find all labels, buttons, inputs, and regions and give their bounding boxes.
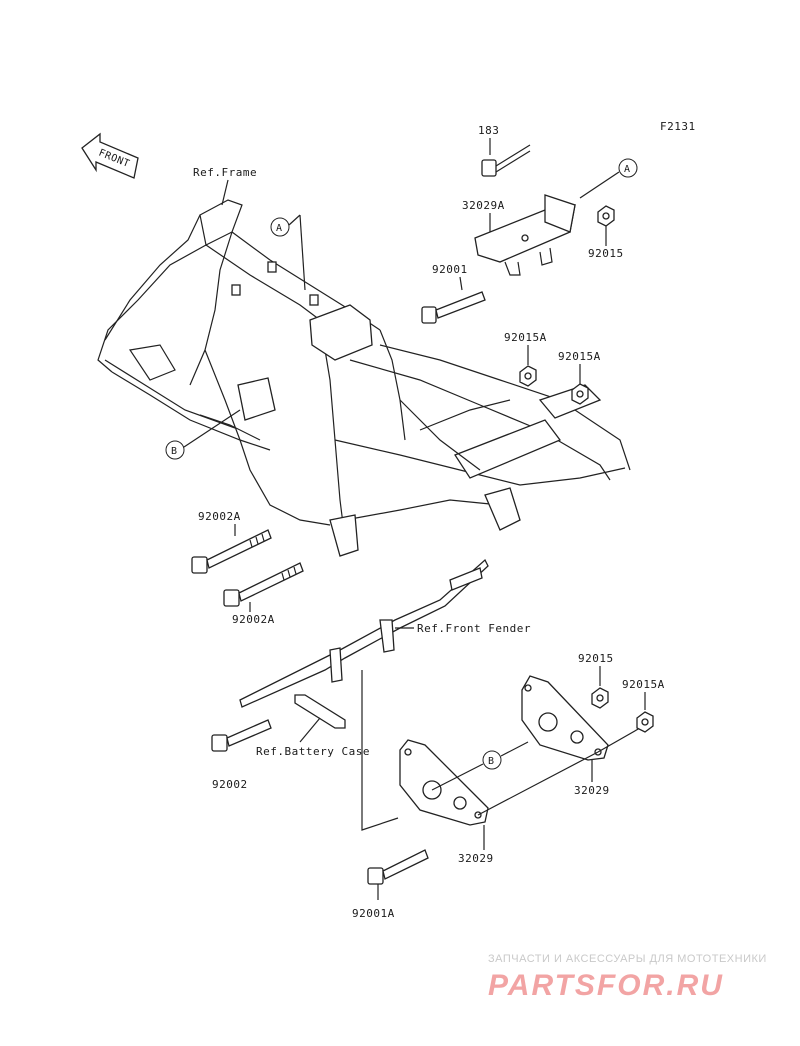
nut-92015A-low (636, 711, 654, 733)
callout-b-frame: B (165, 409, 241, 460)
bolt-92001A (367, 849, 429, 885)
nut-92015A-1 (519, 365, 537, 387)
part-92001A-label: 92001A (352, 907, 395, 920)
battery-strap (294, 694, 346, 729)
nut-92015-low (591, 687, 609, 709)
figure-code: F2131 (660, 120, 696, 133)
bolt-92002A-2 (223, 562, 304, 607)
svg-text:B: B (171, 446, 178, 457)
part-32029-right-label: 32029 (574, 784, 610, 797)
callout-b-lower: B (431, 741, 529, 791)
plate-32029-left (399, 739, 489, 826)
nut-92015A-2 (571, 383, 589, 405)
watermark-tagline: ЗАПЧАСТИ И АКСЕССУАРЫ ДЛЯ МОТОТЕХНИКИ (488, 953, 767, 965)
part-92002A-2-label: 92002A (232, 613, 275, 626)
svg-text:A: A (624, 164, 631, 175)
plate-32029-right (521, 675, 609, 761)
part-92001-label: 92001 (432, 263, 468, 276)
part-92015-low-label: 92015 (578, 652, 614, 665)
svg-text:B: B (488, 756, 495, 767)
part-183-label: 183 (478, 124, 499, 137)
bolt-183 (481, 144, 531, 177)
ref-frame-label: Ref.Frame (193, 166, 257, 179)
lower-bar (239, 558, 489, 708)
part-92002A-1-label: 92002A (198, 510, 241, 523)
bolt-92002 (211, 719, 272, 752)
nut-92015-top (597, 205, 615, 227)
ref-battery-case-label: Ref.Battery Case (256, 745, 370, 758)
callout-a-frame: A (270, 214, 306, 291)
svg-text:A: A (276, 223, 283, 234)
bolt-92001 (421, 291, 486, 324)
part-92002-label: 92002 (212, 778, 248, 791)
part-92015A-low-label: 92015A (622, 678, 665, 691)
part-92015A-2-label: 92015A (558, 350, 601, 363)
part-32029-left-label: 32029 (458, 852, 494, 865)
bolt-92002A-1 (191, 529, 272, 574)
front-arrow-icon: FRONT (81, 132, 139, 179)
watermark-logo: PARTSFOR.RU (488, 969, 724, 1002)
part-92015-top-label: 92015 (588, 247, 624, 260)
part-32029A-label: 32029A (462, 199, 505, 212)
part-92015A-1-label: 92015A (504, 331, 547, 344)
bracket-32029A (474, 194, 576, 276)
callout-a-top: A (579, 158, 638, 199)
ref-front-fender-label: Ref.Front Fender (417, 622, 531, 635)
